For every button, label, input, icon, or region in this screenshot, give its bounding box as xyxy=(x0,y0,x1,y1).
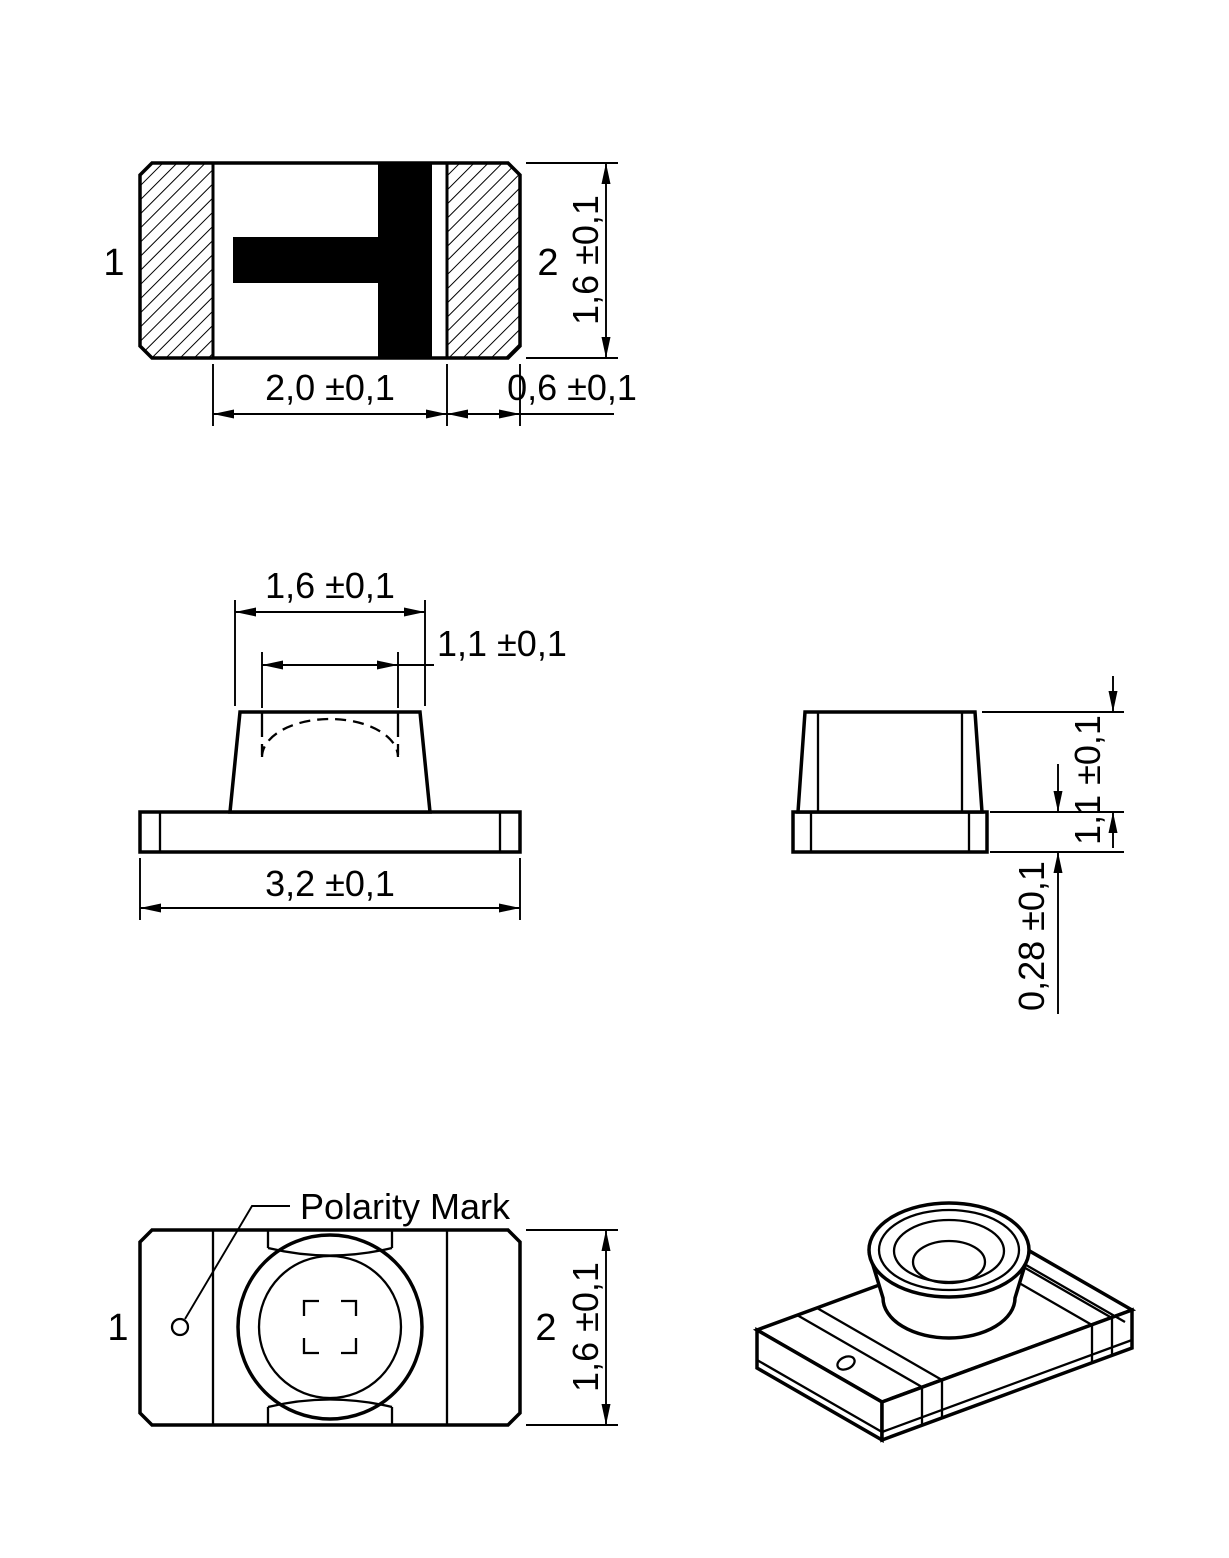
pin-1-label: 1 xyxy=(107,1307,128,1349)
base-plate xyxy=(791,810,989,854)
dim-terminal-thickness: 0,28 ±0,1 xyxy=(1011,861,1052,1011)
dimension-lines xyxy=(526,1229,618,1426)
dim-overall-length: 3,2 ±0,1 xyxy=(265,863,395,904)
body-detail-lines xyxy=(158,712,502,852)
dim-body-height: 1,1 ±0,1 xyxy=(1067,715,1108,845)
pin-2-label: 2 xyxy=(537,242,558,284)
polarity-mark-iso xyxy=(836,1355,856,1371)
polarity-leader-line xyxy=(184,1205,290,1320)
side-view: 1,1 ±0,1 0,28 ±0,1 xyxy=(791,676,1124,1014)
lens-dome-iso xyxy=(911,1239,987,1285)
lens-outer-circle xyxy=(236,1233,424,1421)
pin-2-label: 2 xyxy=(535,1307,556,1349)
lens-holder-outline xyxy=(266,1230,394,1425)
package-outline xyxy=(138,1228,522,1427)
cup-bore xyxy=(892,1218,1006,1284)
dim-pad-width: 0,6 ±0,1 xyxy=(507,367,637,408)
body-detail-lines xyxy=(809,712,971,852)
isometric-view xyxy=(752,1201,1137,1444)
pin-1-label: 1 xyxy=(103,242,124,284)
terminal-lines-front xyxy=(756,1318,1133,1434)
front-view: 1,6 ±0,1 1,1 ±0,1 3,2 ±0,1 xyxy=(138,565,567,920)
lens-dome-hidden xyxy=(260,717,400,758)
cup-rim-inner xyxy=(877,1208,1021,1292)
terminal-2-pad xyxy=(445,161,522,360)
chip-corner-marks xyxy=(302,1299,358,1355)
lens-body xyxy=(796,710,984,814)
cathode-mark xyxy=(233,163,432,358)
dimension-lines xyxy=(212,162,618,426)
dim-package-width: 1,6 ±0,1 xyxy=(565,1262,606,1392)
slab-front-face xyxy=(880,1307,1134,1443)
lens-inner-circle xyxy=(257,1254,403,1400)
polarity-mark-callout: Polarity Mark xyxy=(300,1186,511,1227)
dimension-lines xyxy=(982,676,1124,1014)
dim-body-width: 1,6 ±0,1 xyxy=(265,565,395,606)
base-plate xyxy=(138,810,522,854)
dimension-lines xyxy=(139,600,521,920)
reflector-cup-silhouette xyxy=(867,1251,1031,1340)
terminal-boundaries xyxy=(211,1230,449,1425)
solder-pad-view: 1 2 1,6 ±0,1 2,0 ±0,1 0,6 ±0,1 xyxy=(103,161,637,426)
polarity-mark xyxy=(170,1317,190,1337)
dim-lens-diameter: 1,1 ±0,1 xyxy=(437,623,567,664)
lens-body xyxy=(228,710,432,814)
terminal-1-pad xyxy=(138,161,215,360)
dim-package-width: 1,6 ±0,1 xyxy=(565,195,606,325)
dim-pad-pitch: 2,0 ±0,1 xyxy=(265,367,395,408)
top-view: Polarity Mark 1 2 1,6 ±0,1 xyxy=(107,1186,618,1427)
terminal-lines-top xyxy=(796,1245,1126,1388)
